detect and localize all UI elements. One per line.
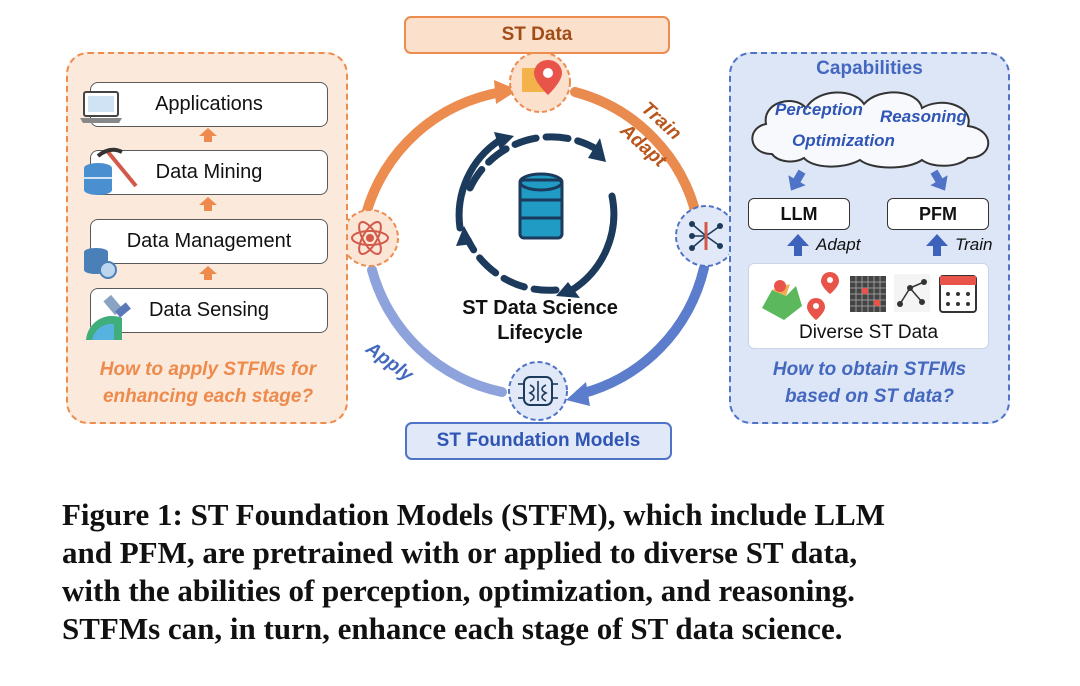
- right-question: How to obtain STFMs based on ST data?: [737, 356, 1002, 410]
- grid-tensor-icon: [850, 276, 886, 312]
- database-gear-icon: [84, 248, 117, 279]
- lifecycle-diagram: [341, 51, 737, 421]
- caption-line3: with the abilities of perception, optimi…: [62, 573, 855, 608]
- adapt-edge-label: Adapt: [816, 235, 861, 254]
- right-to-bottom-arc: [575, 263, 709, 399]
- atom-node-icon: [341, 209, 399, 267]
- lifecycle-title-line1: ST Data Science: [462, 297, 618, 319]
- stage-data-mining: Data Mining: [90, 150, 328, 195]
- capability-optimization: Optimization: [792, 131, 895, 150]
- left-question-line2: enhancing each stage?: [102, 386, 314, 407]
- apply-arc: [367, 265, 507, 397]
- arrow-up-icon: [199, 128, 217, 136]
- right-bottom-arrowhead: [566, 382, 590, 406]
- lifecycle-title-line2: Lifecycle: [497, 322, 583, 344]
- neural-network-node-icon: [675, 205, 737, 267]
- capabilities-title: Capabilities: [816, 58, 923, 79]
- arrow-stem: [204, 205, 212, 211]
- diverse-data-icons: [762, 272, 977, 320]
- adapt-arrow-icon: [787, 234, 809, 256]
- model-to-capability-arrows: [788, 169, 948, 191]
- left-question-line1: How to apply STFMs for: [99, 359, 317, 380]
- laptop-icon: [80, 91, 122, 123]
- stage-data-sensing: Data Sensing: [90, 288, 328, 333]
- left-top-arrowhead: [494, 80, 518, 104]
- llm-box: LLM: [748, 198, 850, 230]
- map-region-icon: [762, 280, 802, 320]
- train-edge-label: Train: [955, 235, 993, 254]
- arrow-up-icon: [199, 197, 217, 205]
- capability-reasoning: Reasoning: [880, 107, 967, 126]
- stage-data-management: Data Management: [90, 219, 328, 264]
- cloud-icon: [751, 91, 990, 169]
- satellite-icon: [86, 294, 131, 340]
- train-adapt-arc: [570, 87, 702, 223]
- st-data-label: ST Data: [404, 16, 670, 54]
- graph-network-icon: [894, 274, 930, 312]
- calendar-icon: [939, 275, 977, 313]
- lifecycle-title: ST Data Science Lifecycle: [440, 296, 640, 346]
- map-pins-icon: [807, 272, 839, 320]
- map-pin-node-icon: [509, 51, 571, 113]
- st-foundation-models-label: ST Foundation Models: [405, 422, 672, 460]
- figure-caption: Figure 1: ST Foundation Models (STFM), w…: [62, 496, 1042, 648]
- pfm-box: PFM: [887, 198, 989, 230]
- left-to-top-arc: [361, 87, 507, 219]
- arrow-stem: [204, 136, 212, 142]
- arrow-up-icon: [199, 266, 217, 274]
- caption-line2: and PFM, are pretrained with or applied …: [62, 535, 858, 570]
- center-cycle-icon: [455, 133, 618, 294]
- train-arrow-icon: [926, 234, 948, 256]
- caption-line1: Figure 1: ST Foundation Models (STFM), w…: [62, 497, 886, 532]
- pickaxe-database-icon: [84, 147, 138, 195]
- right-question-line2: based on ST data?: [785, 386, 954, 407]
- caption-line4: STFMs can, in turn, enhance each stage o…: [62, 611, 843, 646]
- right-question-line1: How to obtain STFMs: [772, 359, 967, 380]
- stage-applications: Applications: [90, 82, 328, 127]
- database-icon: [518, 172, 564, 240]
- arrow-stem: [204, 274, 212, 280]
- capability-perception: Perception: [775, 100, 863, 119]
- left-question: How to apply STFMs for enhancing each st…: [72, 356, 344, 410]
- brain-chip-node-icon: [508, 361, 568, 421]
- diverse-data-label: Diverse ST Data: [798, 322, 939, 343]
